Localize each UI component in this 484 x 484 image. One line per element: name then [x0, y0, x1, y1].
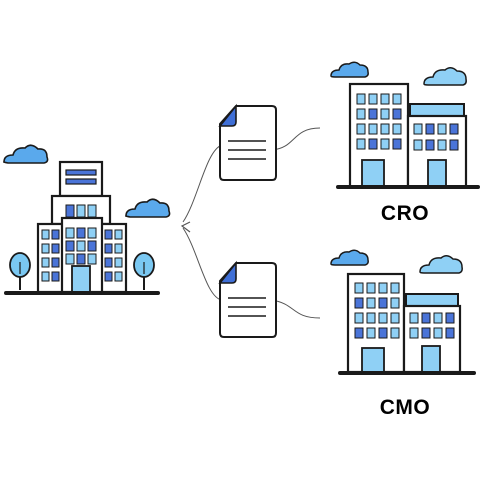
window	[425, 139, 435, 151]
window	[41, 271, 50, 282]
window	[51, 243, 60, 254]
window	[390, 282, 400, 294]
window	[354, 282, 364, 294]
window	[114, 229, 123, 240]
cloud-icon	[330, 249, 369, 266]
window	[104, 271, 113, 282]
window	[409, 327, 419, 339]
window	[368, 108, 378, 120]
cmo-building-group	[330, 249, 476, 375]
window	[114, 243, 123, 254]
window	[366, 327, 376, 339]
window	[445, 327, 455, 339]
window	[354, 312, 364, 324]
window	[87, 253, 97, 265]
window	[380, 123, 390, 135]
window	[378, 312, 388, 324]
window	[65, 253, 75, 265]
window	[380, 108, 390, 120]
document-icon	[218, 260, 277, 338]
window	[41, 243, 50, 254]
cloud-icon	[330, 61, 369, 78]
window	[433, 312, 443, 324]
document-icon	[218, 103, 277, 181]
window	[114, 271, 123, 282]
window	[51, 229, 60, 240]
window	[76, 253, 86, 265]
cloud-icon	[3, 144, 49, 164]
window	[390, 312, 400, 324]
window	[104, 229, 113, 240]
window	[87, 204, 97, 218]
window	[449, 123, 459, 135]
window	[378, 282, 388, 294]
window	[104, 243, 113, 254]
cmo-label: CMO	[379, 396, 431, 419]
window	[354, 327, 364, 339]
window	[354, 297, 364, 309]
window	[437, 123, 447, 135]
window	[65, 240, 75, 252]
window	[366, 312, 376, 324]
window	[87, 227, 97, 239]
window	[445, 312, 455, 324]
window	[392, 138, 402, 150]
window	[51, 257, 60, 268]
window	[421, 312, 431, 324]
window	[114, 257, 123, 268]
cloud-icon	[423, 67, 467, 86]
window	[378, 297, 388, 309]
window	[368, 123, 378, 135]
window	[409, 312, 419, 324]
window	[41, 229, 50, 240]
window	[449, 139, 459, 151]
window	[366, 297, 376, 309]
window	[390, 297, 400, 309]
window	[356, 138, 366, 150]
window	[413, 139, 423, 151]
window	[368, 138, 378, 150]
window	[87, 240, 97, 252]
window	[433, 327, 443, 339]
window	[390, 327, 400, 339]
window	[378, 327, 388, 339]
window	[437, 139, 447, 151]
window	[380, 138, 390, 150]
tree-icon	[133, 252, 155, 290]
cloud-icon	[419, 255, 463, 274]
tree-icon	[9, 252, 31, 290]
window	[51, 271, 60, 282]
window	[421, 327, 431, 339]
window	[425, 123, 435, 135]
window	[76, 240, 86, 252]
window	[413, 123, 423, 135]
window	[76, 227, 86, 239]
window	[65, 204, 75, 218]
cro-label: CRO	[380, 202, 430, 225]
cloud-icon	[125, 198, 171, 218]
window	[356, 108, 366, 120]
window	[65, 227, 75, 239]
sponsor-building-group	[3, 144, 171, 295]
window	[356, 123, 366, 135]
window	[41, 257, 50, 268]
connector-line-cmo	[182, 227, 321, 319]
window	[76, 204, 86, 218]
window	[366, 282, 376, 294]
window	[368, 93, 378, 105]
window	[104, 257, 113, 268]
window	[392, 108, 402, 120]
window	[380, 93, 390, 105]
window	[392, 93, 402, 105]
arrow-head	[180, 221, 191, 233]
cro-building-group	[330, 61, 480, 189]
connector-line-cro	[182, 127, 321, 223]
window	[392, 123, 402, 135]
window	[356, 93, 366, 105]
